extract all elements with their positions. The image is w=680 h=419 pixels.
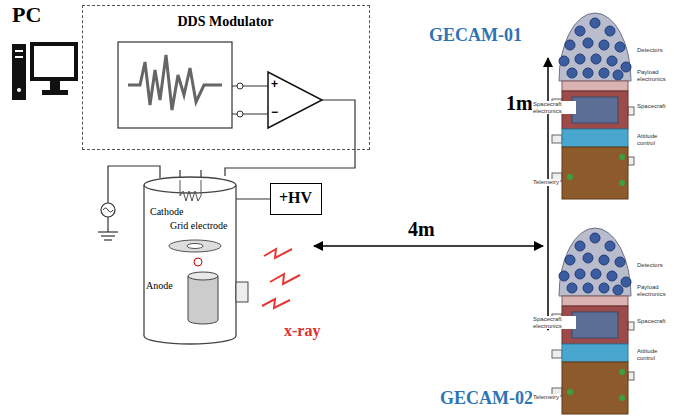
dimension-label: 1m — [506, 92, 533, 115]
part-label: Attitude control — [636, 133, 678, 146]
part-label: Spacecraft electronics — [532, 101, 576, 114]
signal-generator — [118, 42, 268, 128]
wire — [236, 198, 270, 199]
part-label: Spacecraft electronics — [532, 316, 576, 329]
part-label: Payload electronics — [636, 69, 678, 82]
distance-arrow — [547, 58, 549, 330]
input-sign: − — [271, 106, 278, 120]
satellite-name: GECAM-01 — [429, 25, 522, 46]
part-label: Spacecraft — [636, 103, 667, 110]
distance-arrow — [314, 245, 543, 247]
xray-label: x-ray — [284, 322, 320, 340]
part-label: Grid electrode — [170, 220, 227, 232]
dimension-label: 4m — [408, 218, 435, 241]
computer-node: PC — [8, 2, 82, 102]
computer-icon — [12, 44, 76, 100]
modulator-box: DDS Modulator — [82, 5, 370, 150]
wire — [225, 150, 355, 176]
part-label: Attitude control — [636, 348, 678, 361]
part-label: Spacecraft — [636, 318, 667, 325]
node-title: PC — [12, 2, 41, 27]
xray-tube: CathodeGrid electrodeAnode — [140, 176, 254, 348]
xray-bolts — [262, 249, 300, 308]
part-label: Payload electronics — [636, 284, 678, 297]
satellite-name: GECAM-02 — [440, 388, 533, 409]
input-sign: + — [271, 78, 278, 92]
xray-tube-drawing — [140, 176, 254, 348]
power-supply-box: +HV — [270, 183, 322, 215]
amplifier-symbol — [268, 72, 355, 150]
part-label: Telemetry — [532, 394, 560, 401]
part-label: Detectors — [636, 262, 664, 269]
box-label: +HV — [279, 189, 312, 207]
part-label: Telemetry — [532, 179, 560, 186]
part-label: Anode — [146, 280, 173, 292]
part-label: Cathode — [150, 206, 183, 218]
part-label: Detectors — [636, 47, 664, 54]
box-title: DDS Modulator — [177, 14, 273, 30]
